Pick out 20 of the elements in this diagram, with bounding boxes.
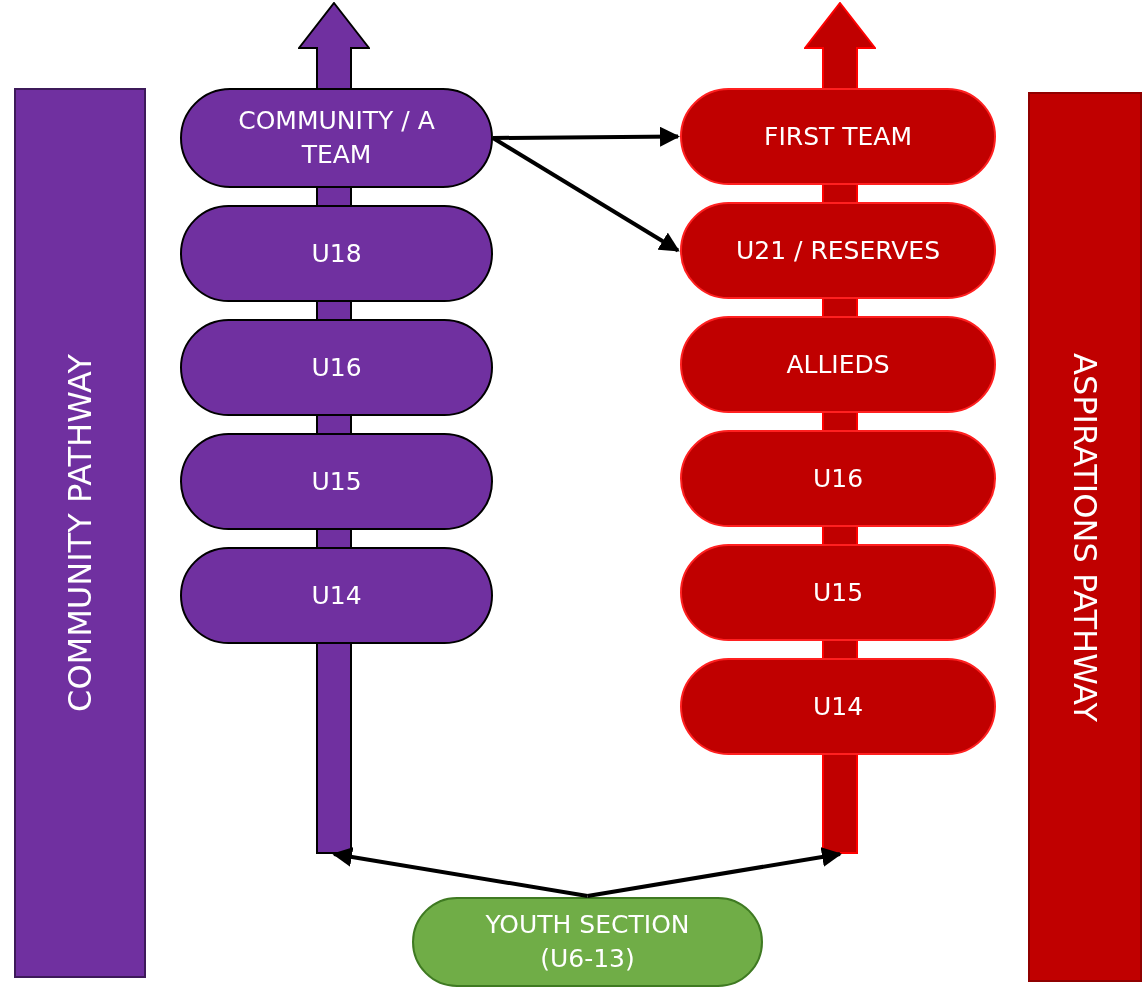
arrow — [587, 847, 842, 898]
team-pill: U15 — [680, 544, 996, 641]
team-pill: U14 — [680, 658, 996, 755]
arrow — [491, 136, 680, 253]
pathway-label: COMMUNITY PATHWAY — [61, 354, 99, 712]
team-pill: COMMUNITY / A TEAM — [180, 88, 493, 188]
arrow — [332, 847, 588, 898]
team-pill: U15 — [180, 433, 493, 530]
team-pill: U14 — [180, 547, 493, 644]
pathway-band — [14, 88, 146, 978]
team-pill: YOUTH SECTION (U6-13) — [412, 897, 763, 987]
pathway-band — [1028, 92, 1142, 982]
team-pill: U16 — [680, 430, 996, 527]
arrow — [493, 126, 680, 147]
team-pill: U16 — [180, 319, 493, 416]
pathway-label: ASPIRATIONS PATHWAY — [1066, 352, 1104, 722]
team-pill: U18 — [180, 205, 493, 302]
team-pill: U21 / RESERVES — [680, 202, 996, 299]
team-pill: ALLIEDS — [680, 316, 996, 413]
team-pill: FIRST TEAM — [680, 88, 996, 185]
